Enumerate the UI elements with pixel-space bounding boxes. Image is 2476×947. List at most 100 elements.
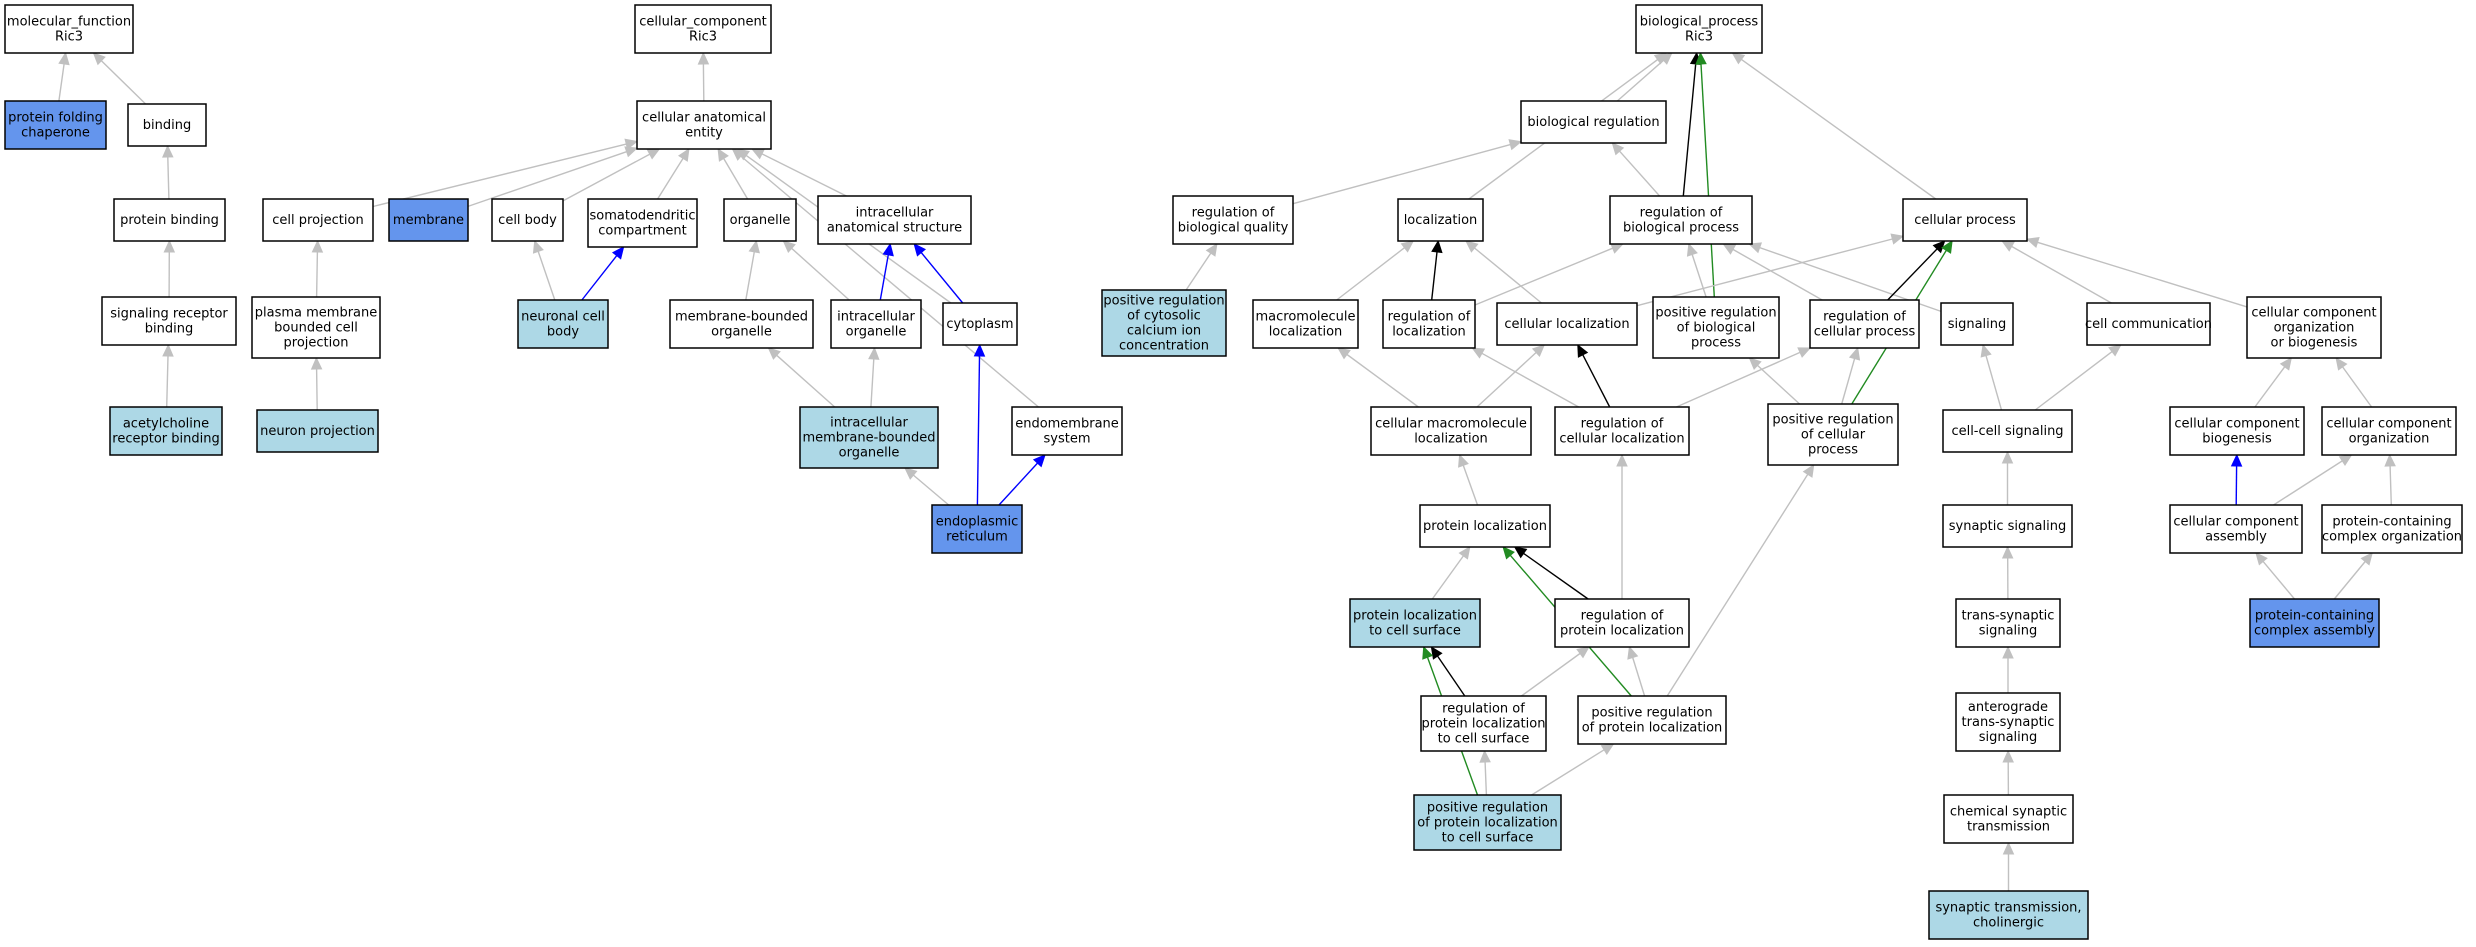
node-cloc[interactable]: cellular localization <box>1496 302 1638 346</box>
edge-arrowhead <box>1980 343 1992 358</box>
node-label: plasma membrane <box>255 306 378 321</box>
node-binding[interactable]: binding <box>127 103 207 147</box>
node-ploc[interactable]: protein localization <box>1419 504 1551 548</box>
node-cellbody[interactable]: cell body <box>491 198 564 242</box>
node-box <box>2086 302 2211 346</box>
edge-rploc-to-ploc <box>1513 546 1589 600</box>
node-box <box>1252 299 1359 349</box>
node-breg[interactable]: biological regulation <box>1520 100 1667 144</box>
node-label: cellular component <box>2174 417 2299 432</box>
node-organelle[interactable]: organelle <box>723 198 797 242</box>
node-ccomm[interactable]: cell communication <box>2085 302 2212 346</box>
node-box <box>636 100 772 150</box>
node-label: localization <box>1404 213 1478 228</box>
node-cytoplasm[interactable]: cytoplasm <box>942 302 1018 346</box>
edge-line <box>776 354 836 408</box>
node-box <box>262 198 374 242</box>
edge-arrowhead <box>2360 552 2373 566</box>
node-label: molecular_function <box>7 15 131 30</box>
node-box <box>517 299 609 349</box>
node-box <box>1577 695 1727 745</box>
edge-line <box>1462 465 1479 506</box>
edge-er-to-cytoplasm <box>973 343 986 506</box>
node-cellproj[interactable]: cell projection <box>262 198 374 242</box>
node-label: protein-containing <box>2332 515 2451 530</box>
edge-pcca-to-cca <box>2255 552 2296 600</box>
edge-arrowhead <box>1627 645 1639 660</box>
node-signaling[interactable]: signaling <box>1940 302 2014 346</box>
node-label: localization <box>1269 325 1343 340</box>
edge-arrowhead <box>2001 545 2014 559</box>
node-ccsig[interactable]: cell-cell signaling <box>1942 409 2073 453</box>
node-stc[interactable]: synaptic transmission,cholinergic <box>1928 890 2089 940</box>
node-label: positive regulation <box>1103 294 1224 309</box>
node-box <box>817 195 972 245</box>
node-box <box>634 4 772 54</box>
edge-line <box>2389 465 2392 506</box>
node-label: protein folding <box>8 111 103 126</box>
node-box <box>1419 504 1551 548</box>
node-membrane[interactable]: membrane <box>388 198 469 242</box>
edge-arrowhead <box>2338 454 2353 467</box>
edge-binding-to-mf <box>92 52 147 105</box>
node-label: of cellular <box>1801 428 1866 443</box>
node-label: projection <box>284 336 349 351</box>
node-label: chaperone <box>21 126 90 141</box>
edge-arrowhead <box>646 148 661 160</box>
node-protbind[interactable]: protein binding <box>113 198 226 242</box>
node-label: compartment <box>598 224 686 239</box>
edge-arrowhead <box>868 346 880 360</box>
edge-line <box>723 158 749 200</box>
node-box <box>1397 198 1484 242</box>
edge-arrowhead <box>1848 346 1861 361</box>
node-label: regulation of <box>1442 702 1525 717</box>
node-label: positive regulation <box>1655 306 1776 321</box>
node-cproc[interactable]: cellular process <box>1902 198 2028 242</box>
node-loc[interactable]: localization <box>1397 198 1484 242</box>
edge-breg-to-bp <box>1616 52 1673 102</box>
node-np[interactable]: neuron projection <box>256 409 379 453</box>
edge-line <box>1481 352 1580 408</box>
node-synsig[interactable]: synaptic signaling <box>1942 504 2073 548</box>
